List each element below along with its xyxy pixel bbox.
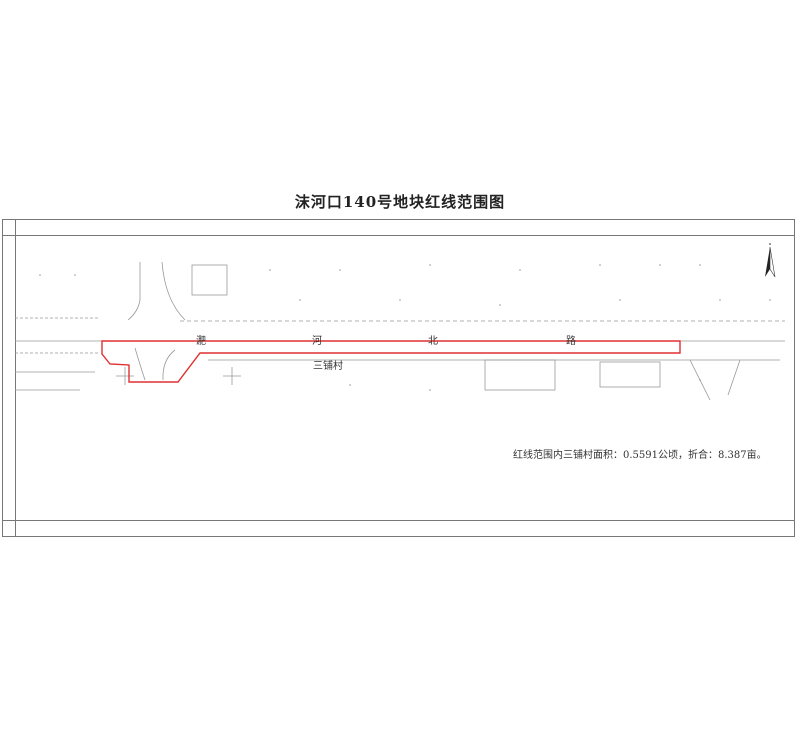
- road-label-char: 河: [312, 336, 322, 347]
- drawing-frame: [2, 219, 795, 537]
- road-linework: [15, 261, 785, 401]
- road-label-char: 淝: [196, 336, 206, 347]
- village-label: 三铺村: [313, 361, 343, 372]
- area-note: 红线范围内三铺村面积：0.5591公顷，折合：8.387亩。: [513, 450, 767, 461]
- north-arrow-icon: [765, 243, 776, 278]
- road-label-char: 北: [428, 336, 438, 347]
- road-label-char: 路: [566, 336, 576, 347]
- map-title: 沫河口140号地块红线范围图: [294, 193, 506, 211]
- survey-dots: [39, 264, 771, 391]
- red-line-boundary: [101, 340, 681, 383]
